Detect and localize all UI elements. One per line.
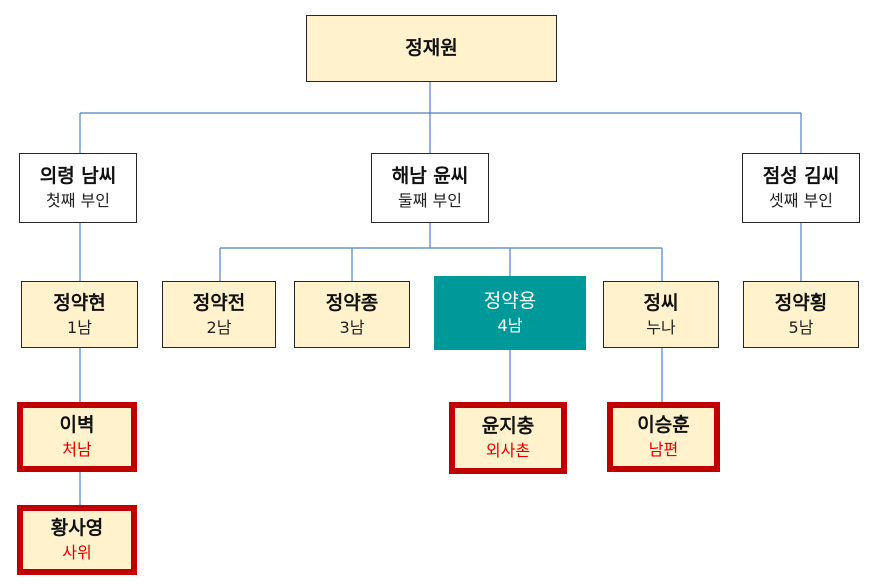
relative-name: 황사영 <box>50 517 104 540</box>
child-role: 누나 <box>646 317 676 337</box>
root-name: 정재원 <box>405 36 458 59</box>
relative-node-1: 이벽 처남 <box>17 402 137 472</box>
child-role: 1남 <box>67 317 92 337</box>
wife-role: 셋째 부인 <box>769 191 833 211</box>
relative-role: 처남 <box>62 440 92 460</box>
relative-role: 사위 <box>62 543 92 563</box>
child-node-3: 정약종 3남 <box>294 281 410 348</box>
wife-node-3: 점성 김씨 셋째 부인 <box>742 153 860 223</box>
wife-node-1: 의령 남씨 첫째 부인 <box>19 153 137 223</box>
child-node-4-highlighted: 정약용 4남 <box>434 276 586 350</box>
wife-name: 점성 김씨 <box>762 165 840 188</box>
child-name: 정약용 <box>483 290 537 313</box>
child-name: 정약전 <box>192 291 246 314</box>
child-node-1: 정약현 1남 <box>21 281 138 348</box>
wife-name: 해남 윤씨 <box>391 165 469 188</box>
child-role: 3남 <box>339 317 365 337</box>
child-role: 5남 <box>788 317 814 337</box>
relative-name: 윤지충 <box>481 415 535 438</box>
relative-name: 이벽 <box>59 414 95 437</box>
child-node-6: 정약횡 5남 <box>743 281 859 348</box>
child-node-5: 정씨 누나 <box>603 281 719 348</box>
wife-name: 의령 남씨 <box>39 165 117 188</box>
child-role: 4남 <box>497 316 523 336</box>
wife-node-2: 해남 윤씨 둘째 부인 <box>371 153 489 223</box>
relative-role: 외사촌 <box>485 441 531 461</box>
child-name: 정약횡 <box>774 291 828 314</box>
child-name: 정약현 <box>53 291 106 314</box>
child-name: 정씨 <box>643 291 679 314</box>
relative-node-4: 이승훈 남편 <box>607 402 720 472</box>
child-node-2: 정약전 2남 <box>162 281 276 348</box>
relative-node-2: 황사영 사위 <box>17 505 137 575</box>
child-role: 2남 <box>206 317 232 337</box>
wife-role: 첫째 부인 <box>46 191 110 211</box>
child-name: 정약종 <box>325 291 379 314</box>
wife-role: 둘째 부인 <box>398 191 462 211</box>
relative-role: 남편 <box>648 440 679 460</box>
root-node: 정재원 <box>306 15 557 82</box>
relative-node-3: 윤지충 외사촌 <box>449 402 567 474</box>
relative-name: 이승훈 <box>637 414 690 437</box>
